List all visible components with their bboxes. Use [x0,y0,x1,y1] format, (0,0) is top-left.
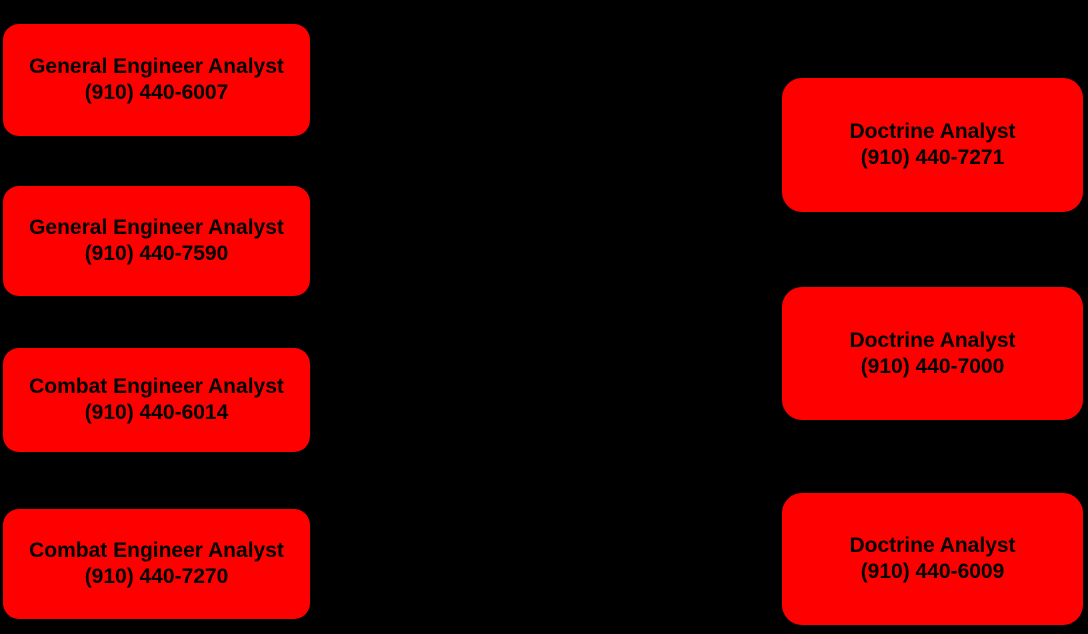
box-phone: (910) 440-6009 [860,560,1005,583]
box-title: Doctrine Analyst [849,534,1016,557]
box-phone: (910) 440-6007 [84,81,229,104]
box-phone: (910) 440-7271 [860,146,1005,169]
box-phone: (910) 440-7590 [84,242,229,265]
box-doctrine-analyst-6009: Doctrine Analyst (910) 440-6009 [782,493,1083,625]
box-title: Doctrine Analyst [849,120,1016,143]
box-title: Combat Engineer Analyst [29,539,284,562]
box-title: General Engineer Analyst [29,216,284,239]
box-doctrine-analyst-7271: Doctrine Analyst (910) 440-7271 [782,78,1083,212]
box-general-engineer-analyst-7590: General Engineer Analyst (910) 440-7590 [3,186,310,296]
box-title: Doctrine Analyst [849,328,1016,352]
box-title: Combat Engineer Analyst [29,375,284,398]
box-phone: (910) 440-6014 [84,401,229,424]
box-phone: (910) 440-7270 [84,565,229,588]
box-title: General Engineer Analyst [29,55,284,78]
box-general-engineer-analyst-6007: General Engineer Analyst (910) 440-6007 [3,24,310,136]
box-combat-engineer-analyst-6014: Combat Engineer Analyst (910) 440-6014 [3,348,310,452]
box-combat-engineer-analyst-7270: Combat Engineer Analyst (910) 440-7270 [3,509,310,619]
box-doctrine-analyst-7000: Doctrine Analyst (910) 440-7000 [782,287,1083,420]
box-phone: (910) 440-7000 [860,354,1005,378]
